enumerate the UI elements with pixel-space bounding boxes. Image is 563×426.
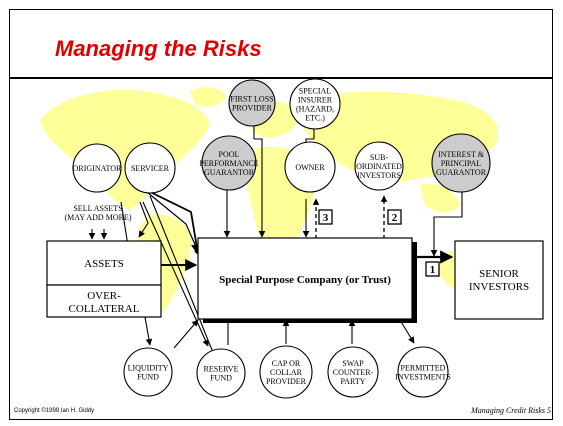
copyright-footer: Copyright ©1999 Ian H. Giddy xyxy=(14,408,95,414)
connector-servicer-spc xyxy=(141,187,202,256)
special-insurer-label-line-1: SPECIAL xyxy=(299,87,332,96)
subordinated-label-line-2: ORDINATED xyxy=(356,162,402,171)
node-labels: FIRST LOSSPROVIDERSPECIALINSURER(HAZARD,… xyxy=(73,87,487,387)
owner-node xyxy=(284,141,336,193)
map-southeast-asia xyxy=(420,183,460,213)
ip-guarantor-label-line-3: GUARANTOR xyxy=(436,168,487,177)
liquidity-fund-node xyxy=(123,347,173,397)
ip-guarantor-label-line-1: INTEREST & xyxy=(438,150,485,159)
footer-slide-title: Managing Credit Risks 5 xyxy=(471,406,551,415)
marker-2: 2 xyxy=(392,212,398,224)
marker-2-box xyxy=(387,209,402,225)
title-rule xyxy=(9,77,553,79)
over-collateral-line-2: COLLATERAL xyxy=(69,303,140,315)
connectors xyxy=(88,125,463,351)
originator-label-line-1: ORIGINATOR xyxy=(73,164,122,173)
servicer-node xyxy=(124,142,176,194)
connector-first-loss-down xyxy=(254,138,266,238)
swap-label-line-3: PARTY xyxy=(340,377,365,386)
swap-label-line-2: COUNTER- xyxy=(333,368,374,377)
sell-assets-line-1: SELL ASSETS xyxy=(73,204,122,213)
special-insurer-node xyxy=(289,78,341,130)
markers: 1 2 3 xyxy=(318,209,440,277)
connector-servicer-assets xyxy=(138,201,149,238)
subordinated-label-line-1: SUB- xyxy=(370,153,389,162)
pool-guarantor-label-line-1: POOL xyxy=(219,150,240,159)
first-loss-label-line-2: PROVIDER xyxy=(232,104,273,113)
cap-collar-label-line-1: CAP OR xyxy=(272,359,301,368)
reserve-fund-node xyxy=(196,348,246,398)
owner-label-line-1: OWNER xyxy=(295,163,325,172)
connector-ip-guarantor xyxy=(430,192,463,257)
pool-guarantor-label-line-3: GUARANTOR xyxy=(204,168,255,177)
spc-box xyxy=(197,237,413,320)
marker-3-box xyxy=(318,209,333,225)
swap-counterparty-node xyxy=(327,346,379,398)
liquidity-label-line-2: FUND xyxy=(137,373,159,382)
pool-guarantor-label-line-2: PERFORMANCE xyxy=(199,159,258,168)
subordinated-investors-node xyxy=(354,141,404,191)
marker-1-box xyxy=(425,261,440,277)
senior-line-1: SENIOR xyxy=(479,268,519,280)
permitted-investments-node xyxy=(397,346,449,398)
first-loss-provider-node xyxy=(228,79,276,127)
first-loss-label-line-1: FIRST LOSS xyxy=(230,95,273,104)
ip-guarantor-label-line-2: PRINCIPAL xyxy=(441,159,482,168)
spc-label: Special Purpose Company (or Trust) xyxy=(219,274,391,286)
assets-box xyxy=(46,240,162,286)
cap-collar-label-line-2: COLLAR xyxy=(270,368,303,377)
connector-servicer-reserve-b xyxy=(149,195,213,351)
over-collateral-line-1: OVER- xyxy=(87,290,121,302)
interest-principal-guarantor-node xyxy=(431,133,491,193)
connector-servicer-spc-b xyxy=(141,187,201,257)
liquidity-label-line-1: LIQUIDITY xyxy=(128,364,169,373)
special-insurer-label-line-4: ETC.) xyxy=(305,114,325,123)
map-greenland xyxy=(190,87,226,107)
slide-title: Managing the Risks xyxy=(55,36,262,61)
marker-1: 1 xyxy=(430,264,436,276)
subordinated-label-line-3: INVESTORS xyxy=(357,171,401,180)
assets-label: ASSETS xyxy=(84,258,124,270)
reserve-label-line-2: FUND xyxy=(210,374,232,383)
permitted-label-line-1: PERMITTED xyxy=(401,364,446,373)
cap-collar-provider-node xyxy=(259,345,313,399)
special-insurer-label-line-2: INSURER xyxy=(298,96,333,105)
swap-label-line-1: SWAP xyxy=(342,359,364,368)
senior-investors-box xyxy=(454,240,544,320)
cap-collar-label-line-3: PROVIDER xyxy=(266,377,307,386)
over-collateral-box xyxy=(46,284,162,318)
marker-3: 3 xyxy=(323,212,329,224)
connector-spc-permitted xyxy=(399,319,415,344)
boxes xyxy=(46,237,544,323)
permitted-label-line-2: INVESTMENTS xyxy=(395,373,451,382)
slide-frame xyxy=(9,9,553,420)
reserve-label-line-1: RESERVE xyxy=(204,365,239,374)
servicer-label-line-1: SERVICER xyxy=(131,164,170,173)
circles xyxy=(72,78,491,399)
map-north-america xyxy=(40,89,210,210)
pool-performance-guarantor-node xyxy=(201,135,257,191)
sell-assets-line-2: (MAY ADD MORE) xyxy=(65,213,132,222)
special-insurer-label-line-3: (HAZARD, xyxy=(296,105,334,114)
originator-node xyxy=(72,143,122,193)
senior-line-2: INVESTORS xyxy=(469,281,529,293)
connector-liquidity xyxy=(173,319,199,349)
